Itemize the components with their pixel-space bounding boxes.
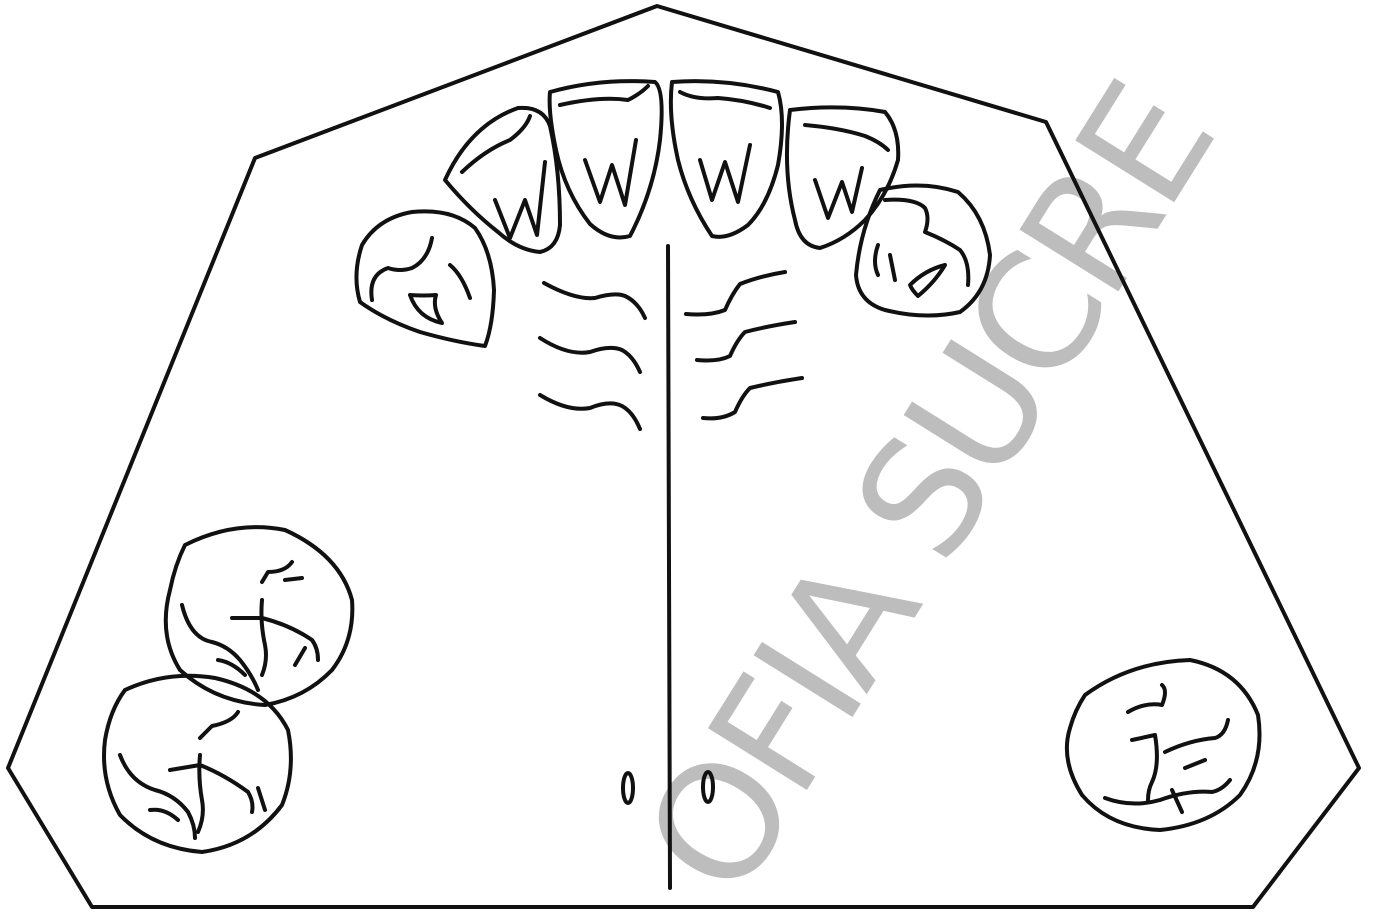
molar-tooth-right xyxy=(1067,660,1260,830)
incisor-tooth-left-central xyxy=(550,81,662,237)
incisor-tooth-left-lateral xyxy=(445,108,560,252)
incisor-tooth-right-lateral xyxy=(787,107,898,248)
molar-tooth-left-lower xyxy=(104,676,291,852)
palatine-rugae-right xyxy=(686,272,802,418)
molar-tooth-left-upper xyxy=(166,527,353,705)
palatine-rugae-left xyxy=(540,283,645,429)
incisor-tooth-right-central xyxy=(671,81,782,237)
midline-raphe xyxy=(668,246,670,888)
canine-tooth-left xyxy=(356,211,494,346)
